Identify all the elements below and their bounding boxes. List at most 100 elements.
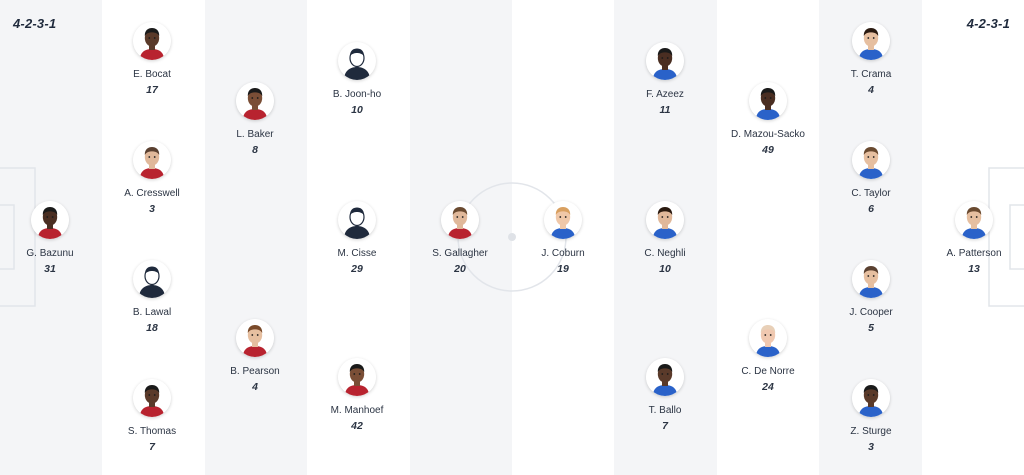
player-name: J. Coburn xyxy=(541,248,585,259)
player-avatar xyxy=(955,201,993,239)
player-number: 4 xyxy=(868,84,874,96)
player-name: B. Pearson xyxy=(230,366,280,377)
player-name: S. Thomas xyxy=(127,426,177,437)
away-penalty-area xyxy=(988,167,1024,307)
player-avatar xyxy=(441,201,479,239)
player-photo xyxy=(133,379,171,417)
player-home-7[interactable]: B. Joon-ho 10 xyxy=(297,42,417,116)
player-avatar xyxy=(544,201,582,239)
player-number: 17 xyxy=(146,84,158,96)
player-avatar xyxy=(338,358,376,396)
player-photo xyxy=(133,22,171,60)
player-photo xyxy=(749,319,787,357)
player-avatar xyxy=(852,260,890,298)
player-silhouette-icon xyxy=(139,266,165,298)
player-name: C. Taylor xyxy=(851,188,891,199)
player-name: A. Cresswell xyxy=(124,188,180,199)
player-name: Z. Sturge xyxy=(850,426,892,437)
player-photo xyxy=(852,141,890,179)
player-silhouette-icon xyxy=(344,207,370,239)
player-home-1[interactable]: E. Bocat 17 xyxy=(92,22,212,96)
player-home-0[interactable]: G. Bazunu 31 xyxy=(0,201,110,275)
player-photo xyxy=(133,141,171,179)
player-number: 3 xyxy=(149,203,155,215)
player-number: 42 xyxy=(351,420,363,432)
player-photo xyxy=(852,22,890,60)
player-number: 31 xyxy=(44,263,56,275)
player-name: J. Cooper xyxy=(849,307,893,318)
player-photo xyxy=(852,260,890,298)
player-avatar xyxy=(852,22,890,60)
player-name: B. Lawal xyxy=(132,307,172,318)
player-photo xyxy=(338,358,376,396)
player-number: 24 xyxy=(762,381,774,393)
player-home-9[interactable]: M. Manhoef 42 xyxy=(297,358,417,432)
player-away-0[interactable]: J. Coburn 19 xyxy=(503,201,623,275)
player-number: 4 xyxy=(252,381,258,393)
player-avatar xyxy=(852,379,890,417)
player-away-5[interactable]: C. De Norre 24 xyxy=(708,319,828,393)
player-number: 7 xyxy=(149,441,155,453)
player-away-3[interactable]: T. Ballo 7 xyxy=(605,358,725,432)
away-goal-area xyxy=(1009,204,1024,270)
player-photo xyxy=(236,82,274,120)
player-avatar xyxy=(133,379,171,417)
player-avatar xyxy=(133,141,171,179)
player-name: S. Gallagher xyxy=(432,248,488,259)
player-name: B. Joon-ho xyxy=(332,89,382,100)
player-name: C. Neghli xyxy=(644,248,686,259)
player-avatar xyxy=(338,42,376,80)
player-home-5[interactable]: L. Baker 8 xyxy=(195,82,315,156)
player-photo xyxy=(955,201,993,239)
player-home-4[interactable]: S. Thomas 7 xyxy=(92,379,212,453)
player-number: 10 xyxy=(351,104,363,116)
player-away-9[interactable]: Z. Sturge 3 xyxy=(811,379,931,453)
home-goal-area xyxy=(0,204,15,270)
player-home-10[interactable]: S. Gallagher 20 xyxy=(400,201,520,275)
player-away-1[interactable]: F. Azeez 11 xyxy=(605,42,725,116)
player-avatar xyxy=(749,319,787,357)
player-avatar xyxy=(852,141,890,179)
player-photo xyxy=(31,201,69,239)
player-number: 7 xyxy=(662,420,668,432)
player-away-10[interactable]: A. Patterson 13 xyxy=(914,201,1024,275)
player-home-6[interactable]: B. Pearson 4 xyxy=(195,319,315,393)
player-photo xyxy=(236,319,274,357)
player-silhouette-icon xyxy=(344,48,370,80)
player-photo xyxy=(646,42,684,80)
player-away-7[interactable]: C. Taylor 6 xyxy=(811,141,931,215)
player-away-8[interactable]: J. Cooper 5 xyxy=(811,260,931,334)
away-formation: 4-2-3-1 xyxy=(966,16,1010,31)
player-number: 5 xyxy=(868,322,874,334)
pitch-stripe xyxy=(204,0,308,475)
player-photo xyxy=(646,201,684,239)
player-home-2[interactable]: A. Cresswell 3 xyxy=(92,141,212,215)
player-away-4[interactable]: D. Mazou-Sacko 49 xyxy=(708,82,828,156)
player-avatar xyxy=(646,201,684,239)
player-name: C. De Norre xyxy=(741,366,795,377)
player-number: 8 xyxy=(252,144,258,156)
center-spot xyxy=(508,233,516,241)
player-photo xyxy=(646,358,684,396)
player-home-8[interactable]: M. Cisse 29 xyxy=(297,201,417,275)
player-photo xyxy=(852,379,890,417)
player-avatar xyxy=(133,22,171,60)
player-photo xyxy=(749,82,787,120)
player-photo xyxy=(544,201,582,239)
player-avatar xyxy=(236,82,274,120)
player-avatar xyxy=(749,82,787,120)
player-name: F. Azeez xyxy=(646,89,684,100)
player-home-3[interactable]: B. Lawal 18 xyxy=(92,260,212,334)
player-name: A. Patterson xyxy=(946,248,1002,259)
player-avatar xyxy=(646,358,684,396)
player-number: 29 xyxy=(351,263,363,275)
player-name: L. Baker xyxy=(236,129,274,140)
player-avatar xyxy=(646,42,684,80)
player-name: M. Manhoef xyxy=(330,405,384,416)
player-avatar xyxy=(31,201,69,239)
player-photo xyxy=(441,201,479,239)
player-name: D. Mazou-Sacko xyxy=(731,129,805,140)
player-away-2[interactable]: C. Neghli 10 xyxy=(605,201,725,275)
player-avatar xyxy=(133,260,171,298)
player-away-6[interactable]: T. Crama 4 xyxy=(811,22,931,96)
